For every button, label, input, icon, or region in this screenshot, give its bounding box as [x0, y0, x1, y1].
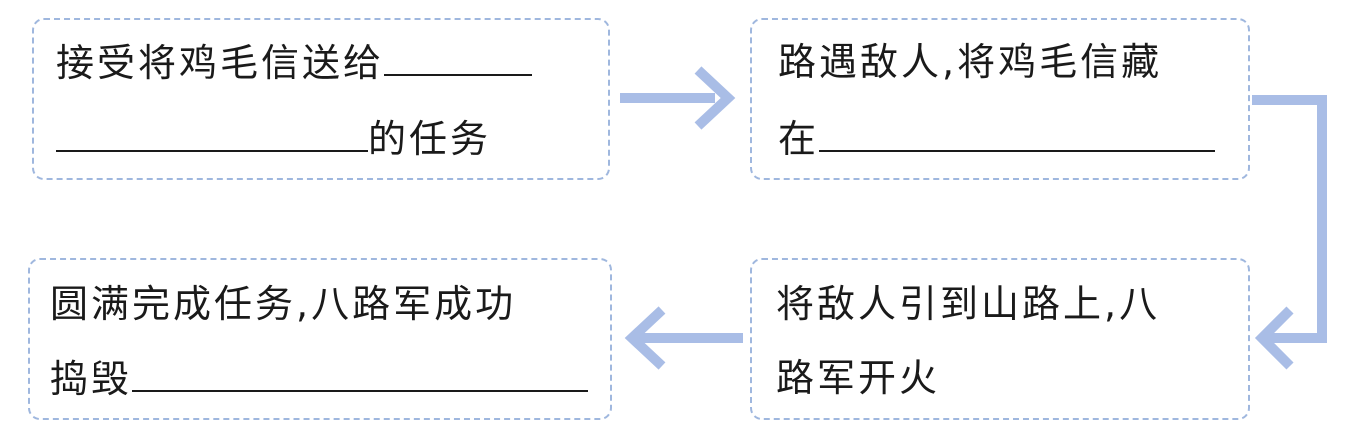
- step-2-prefix: 在: [778, 117, 820, 161]
- step-2-text: 路遇敌人,将鸡毛信藏: [778, 40, 1163, 84]
- arrow-left-icon: [624, 306, 743, 370]
- step-4-prefix: 捣毁: [50, 357, 133, 401]
- answer-blank-1b[interactable]: [56, 116, 368, 152]
- step-1-line-2: 的任务: [56, 116, 491, 161]
- step-box-3: 将敌人引到山路上,八 路军开火: [750, 258, 1250, 420]
- answer-blank-1a[interactable]: [384, 40, 533, 76]
- answer-blank-4[interactable]: [132, 356, 589, 392]
- step-box-2: 路遇敌人,将鸡毛信藏 在: [750, 18, 1250, 180]
- arrow-elbow-down-icon: [1252, 95, 1327, 370]
- step-box-4: 圆满完成任务,八路军成功 捣毁: [28, 258, 612, 420]
- step-1-suffix: 的任务: [368, 117, 492, 161]
- answer-blank-2[interactable]: [819, 116, 1216, 152]
- step-3-line-1: 将敌人引到山路上,八: [776, 282, 1160, 326]
- arrow-right-icon: [620, 66, 736, 130]
- step-2-line-2: 在: [778, 116, 1216, 161]
- step-4-line-2: 捣毁: [50, 356, 589, 401]
- step-1-line-1: 接受将鸡毛信送给: [56, 40, 533, 85]
- step-3-text-1: 将敌人引到山路上,八: [776, 282, 1161, 326]
- step-box-1: 接受将鸡毛信送给 的任务: [32, 18, 610, 180]
- step-3-text-2: 路军开火: [776, 356, 941, 400]
- step-3-line-2: 路军开火: [776, 356, 940, 400]
- step-4-text: 圆满完成任务,八路军成功: [50, 282, 517, 326]
- step-2-line-1: 路遇敌人,将鸡毛信藏: [778, 40, 1162, 84]
- step-1-text: 接受将鸡毛信送给: [56, 41, 385, 85]
- step-4-line-1: 圆满完成任务,八路军成功: [50, 282, 516, 326]
